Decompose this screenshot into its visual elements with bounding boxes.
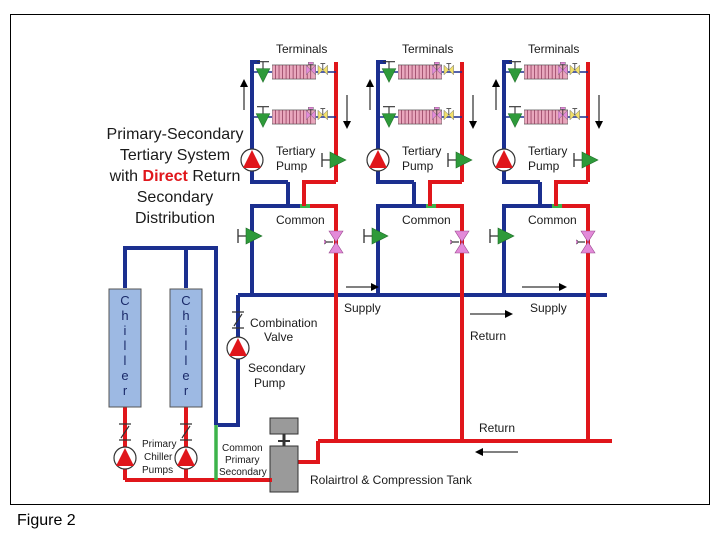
chiller-letter: l [124,353,127,368]
tertiary-pump-icon [492,148,516,172]
chiller-letter: i [185,323,188,338]
chiller-1 [108,288,142,408]
common-primary-secondary-label: Common [222,443,263,454]
supply-label-1: Supply [344,301,381,315]
terminal-balancing-valve-icon [381,61,397,83]
title-suffix: Return [187,168,241,185]
primary-pump-icon [113,446,137,470]
return-main [125,439,612,482]
tertiary-zones: TerminalsTertiaryPumpCommonTerminalsTert… [237,42,603,441]
zone-balancing-valve-icon [237,227,263,245]
terminal-balancing-valve-icon [255,61,271,83]
tank-label: Rolairtrol & Compression Tank [310,473,473,487]
terminal-coil-icon [524,64,568,80]
combination-valve-label: Valve [264,330,293,344]
chiller-letter: e [182,368,189,383]
primary-pump-icon [174,446,198,470]
terminal-coil-icon [272,64,316,80]
secondary-pump-icon [226,336,250,360]
tertiary-pump-label: Tertiary [528,144,567,158]
title-line: Secondary [136,189,214,206]
return-label-1: Return [470,329,506,343]
title-highlight: Direct [142,168,188,185]
tertiary-pump-label: Pump [528,159,560,173]
primary-chiller-pumps-label: Pumps [142,465,173,476]
common-label: Common [402,213,451,227]
common-primary-secondary-label: Secondary [219,467,267,478]
terminal-coil-icon [272,109,316,125]
terminal-balancing-valve-icon [381,106,397,128]
zone-balancing-valve-icon [363,227,389,245]
chiller-letter: l [124,338,127,353]
figure-caption: Figure 2 [17,512,76,529]
tertiary-balancing-valve-icon [573,151,599,169]
title-line: Distribution [134,210,216,227]
terminals-label: Terminals [402,42,453,56]
tertiary-supply-pipe [250,60,288,184]
zone-return-pipe [554,180,588,206]
chiller-letter: r [184,383,189,398]
secondary-pump-label: Secondary [248,361,305,375]
tertiary-pump-label: Tertiary [402,144,441,158]
zone-return-pipe [436,204,464,441]
chiller-letter: C [181,293,190,308]
tertiary-balancing-valve-icon [321,151,347,169]
terminal-coil-icon [398,109,442,125]
title-line: Tertiary System [119,147,231,164]
tertiary-pump-icon [366,148,390,172]
tertiary-pump-label: Tertiary [276,144,315,158]
chiller-letter: h [182,308,189,323]
zone-control-valve-icon [450,230,470,254]
compression-tank-icon [269,417,299,493]
chiller-2-label: Chiller [181,293,190,398]
chiller-letter: l [185,353,188,368]
chiller-letter: r [123,383,128,398]
terminals-label: Terminals [528,42,579,56]
zone-balancing-valve-icon [489,227,515,245]
chiller-2 [169,288,203,408]
title-prefix: with [109,168,143,185]
tertiary-pump-label: Pump [402,159,434,173]
chiller-letter: h [121,308,128,323]
tertiary-balancing-valve-icon [447,151,473,169]
title-line: with Direct Return [105,166,245,187]
combination-valve-label: Combination [250,316,317,330]
common-primary-secondary-label: Primary [225,455,259,466]
primary-chiller-pumps-label: Chiller [144,452,173,463]
figure-frame [10,14,710,505]
terminal-balancing-valve-icon [507,106,523,128]
common-label: Common [276,213,325,227]
chiller-letter: C [120,293,129,308]
zone-control-valve-icon [576,230,596,254]
diagram-title: Primary-Secondary Tertiary System with D… [105,124,245,229]
zone-return-pipe [428,180,462,206]
chiller-letter: e [121,368,128,383]
chiller-1-label: Chiller [120,293,129,398]
terminals-label: Terminals [276,42,327,56]
zone-return-pipe [562,204,590,441]
tertiary-supply-pipe [502,60,540,184]
common-label: Common [528,213,577,227]
terminal-balancing-valve-icon [507,61,523,83]
primary-chiller-pumps-label: Primary [142,439,176,450]
zone-return-pipe [310,204,338,441]
terminal-coil-icon [398,64,442,80]
terminal-coil-icon [524,109,568,125]
tertiary-supply-pipe [376,60,414,184]
secondary-pump-label: Pump [254,376,286,390]
chiller-letter: i [124,323,127,338]
return-label-2: Return [479,421,515,435]
supply-label-2: Supply [530,301,567,315]
tertiary-pump-label: Pump [276,159,308,173]
zone-return-pipe [302,180,336,206]
title-line: Primary-Secondary [106,126,244,143]
chiller-letter: l [185,338,188,353]
zone-control-valve-icon [324,230,344,254]
terminal-balancing-valve-icon [255,106,271,128]
